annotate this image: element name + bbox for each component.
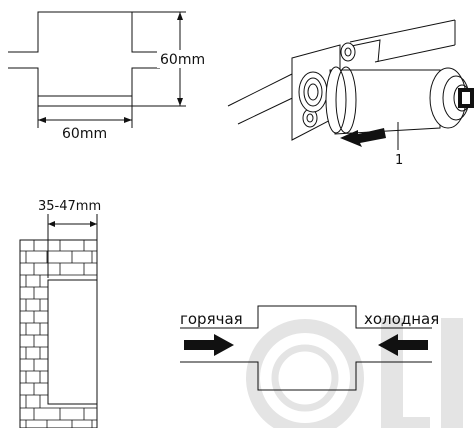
valve-isometric-drawing	[227, 19, 471, 150]
wall-depth-arrowheads	[48, 221, 97, 227]
cold-label: холодная	[364, 310, 439, 328]
callout-number-label: 1	[395, 153, 403, 168]
watermark-logo	[246, 318, 463, 428]
wall-section-drawing	[19, 214, 98, 428]
cold-inlet-arrow	[378, 334, 428, 356]
hot-label: горячая	[180, 310, 243, 328]
wall-depth-label: 35-47mm	[38, 199, 101, 214]
height-dimension-label: 60mm	[160, 52, 205, 68]
insert-direction-arrow	[340, 128, 386, 147]
dimension-arrowheads-top	[38, 12, 183, 123]
flow-diagram	[180, 305, 432, 391]
cutout-dimension-drawing	[8, 11, 186, 128]
width-dimension-label: 60mm	[62, 126, 107, 142]
hot-inlet-arrow	[184, 334, 234, 356]
height-label-bg	[157, 50, 207, 68]
brick-pattern	[20, 240, 97, 428]
spindle-icon	[458, 88, 474, 108]
